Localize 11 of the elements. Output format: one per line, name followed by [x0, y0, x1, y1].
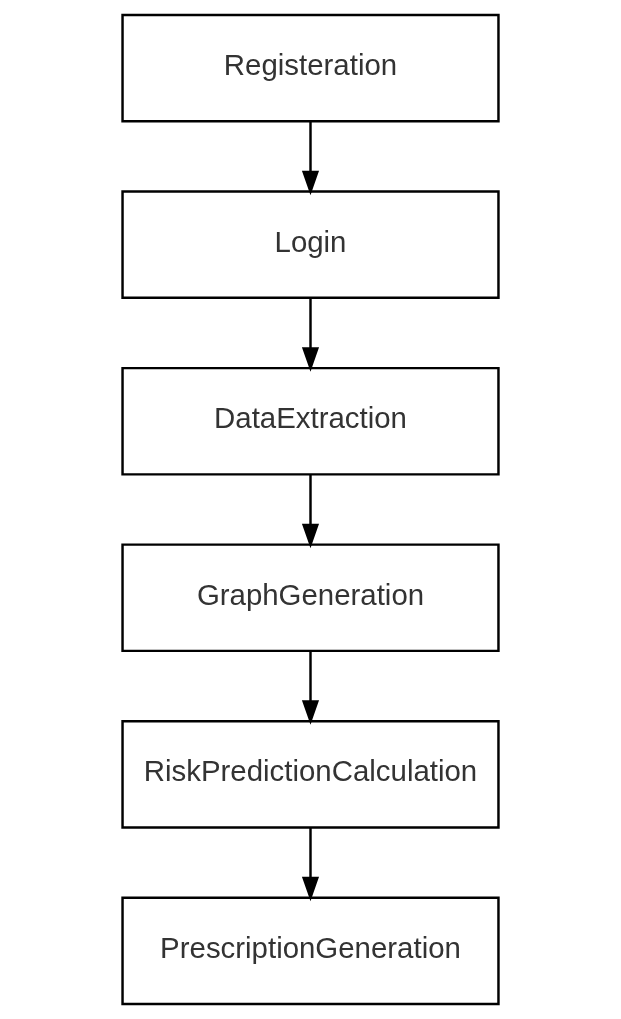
node-box: Login [121, 190, 500, 300]
arrow [301, 297, 320, 372]
node-box: PrescriptionGeneration [121, 896, 500, 1006]
arrow [301, 827, 320, 902]
arrow [301, 474, 320, 549]
node-box: RiskPredictionCalculation [121, 719, 500, 829]
arrow [301, 650, 320, 725]
arrow [301, 121, 320, 196]
node-box: GraphGeneration [121, 543, 500, 653]
node-box: DataExtraction [121, 366, 500, 476]
node-box: Registeration [121, 13, 500, 123]
